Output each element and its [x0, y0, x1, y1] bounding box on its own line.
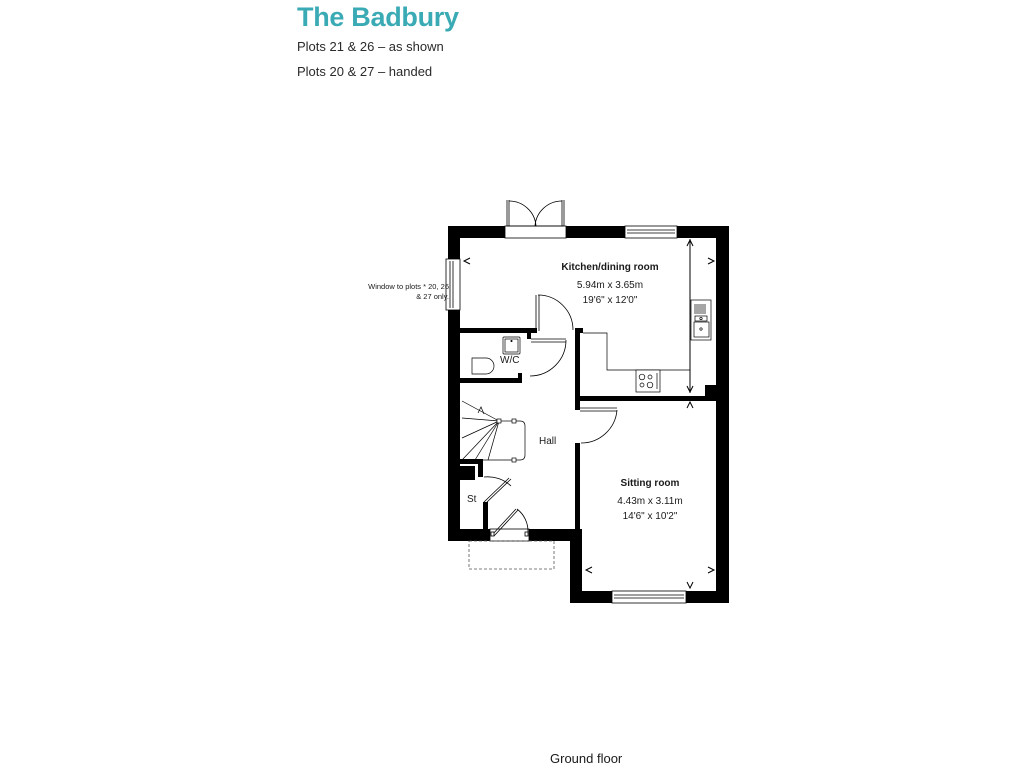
- plots-handed: Plots 20 & 27 – handed: [297, 64, 433, 79]
- front-door: [489, 508, 530, 542]
- plots-as-shown: Plots 21 & 26 – as shown: [297, 39, 444, 54]
- sitting-room-label: Sitting room 4.43m x 3.11m 14'6" x 10'2": [595, 476, 705, 524]
- staircase: [461, 400, 526, 463]
- hall-label: Hall: [539, 436, 557, 447]
- kitchen-window-left: [445, 258, 461, 311]
- kitchen-units: [583, 299, 712, 393]
- wc-fixtures: [471, 336, 521, 375]
- room-name: Sitting room: [620, 478, 680, 489]
- floor-label: Ground floor: [550, 751, 623, 766]
- room-dim-imperial: 19'6" x 12'0": [582, 295, 638, 306]
- wc-label: W/C: [500, 355, 520, 366]
- kitchen-door: [535, 294, 574, 331]
- sitting-room-door: [580, 407, 618, 444]
- window-note: Window to plots * 20, 26 & 27 only.: [368, 282, 449, 301]
- room-dim-metric: 5.94m x 3.65m: [576, 280, 644, 291]
- room-dim-metric: 4.43m x 3.11m: [617, 496, 683, 507]
- outer-walls: [448, 226, 729, 603]
- store-label: St: [467, 494, 477, 505]
- room-name: Kitchen/dining room: [561, 262, 659, 273]
- plan-header: The Badbury Plots 21 & 26 – as shown Plo…: [297, 0, 459, 84]
- dimension-markers: [462, 238, 716, 590]
- porch-canopy: [468, 540, 555, 570]
- kitchen-window-top: [624, 225, 678, 239]
- french-doors: [504, 200, 567, 239]
- wc-door: [529, 338, 567, 377]
- room-dim-imperial: 14'6" x 10'2": [622, 511, 678, 522]
- store-door: [483, 476, 512, 504]
- sitting-room-window: [611, 590, 687, 604]
- kitchen-dining-label: Kitchen/dining room 5.94m x 3.65m 19'6" …: [545, 260, 675, 308]
- house-type-title: The Badbury: [297, 2, 459, 32]
- internal-walls: [460, 328, 716, 536]
